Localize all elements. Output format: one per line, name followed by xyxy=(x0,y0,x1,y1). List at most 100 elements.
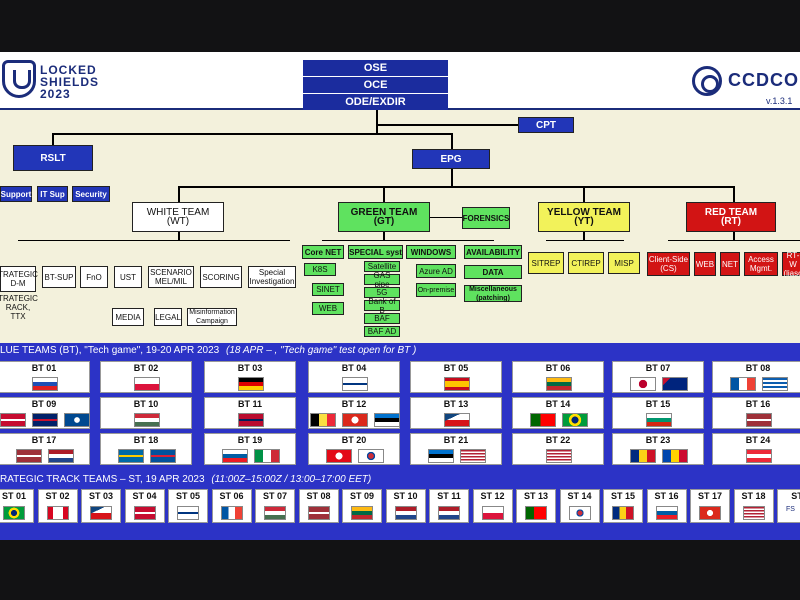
strategic-team-card[interactable]: ST 17 xyxy=(690,489,730,523)
cpt-box[interactable]: CPT xyxy=(518,117,574,133)
blue-team-card[interactable]: BT 19 xyxy=(204,433,296,465)
strategic-team-card[interactable]: ST 08 xyxy=(298,489,339,523)
korea-flag-icon xyxy=(358,449,384,463)
special-5g[interactable]: 5G xyxy=(364,287,400,298)
strategic-team-card[interactable]: ST 09 xyxy=(342,489,382,523)
blue-team-card[interactable]: BT 20 xyxy=(308,433,400,465)
yellow-misp[interactable]: MISP xyxy=(608,252,640,274)
nav-ose[interactable]: OSE xyxy=(303,60,448,76)
yellow-ctirep[interactable]: CTIREP xyxy=(568,252,604,274)
white-fno[interactable]: FnO xyxy=(80,266,108,288)
blue-team-label: BT 04 xyxy=(341,363,367,373)
white-scoring[interactable]: SCORING xyxy=(200,266,242,288)
blue-team-card[interactable]: BT 21 xyxy=(410,433,502,465)
special-baf-ad[interactable]: BAF AD xyxy=(364,326,400,337)
blue-team-label: BT 13 xyxy=(443,399,469,409)
strategic-team-card[interactable]: ST 14 xyxy=(559,489,600,523)
special-baf[interactable]: BAF xyxy=(364,313,400,324)
blue-team-card[interactable]: BT 03 xyxy=(204,361,296,393)
white-legal[interactable]: LEGAL xyxy=(154,308,182,326)
red-team-box[interactable]: RED TEAM (RT) xyxy=(686,202,776,232)
white-misinformation[interactable]: Misinformation Campaign xyxy=(187,308,237,326)
estonia-flag-icon xyxy=(428,449,454,463)
white-scenario[interactable]: SCENARIO MEL/MIL xyxy=(148,266,194,288)
strategic-team-card[interactable]: ST 13 xyxy=(516,489,556,523)
strategic-team-card[interactable]: ST 15 xyxy=(603,489,643,523)
strategic-team-card[interactable]: ST 12 xyxy=(472,489,513,523)
red-access-mgmt[interactable]: Access Mgmt. xyxy=(744,252,778,276)
blue-team-card[interactable]: BT 02 xyxy=(100,361,192,393)
strategic-team-card[interactable]: ST 06 xyxy=(211,489,252,523)
white-team-box[interactable]: WHITE TEAM (WT) xyxy=(132,202,224,232)
rslt-security[interactable]: Security xyxy=(72,186,110,202)
white-media[interactable]: MEDIA xyxy=(112,308,144,326)
nav-oce[interactable]: OCE xyxy=(303,77,448,93)
blue-team-card[interactable]: BT 18 xyxy=(100,433,192,465)
red-web[interactable]: WEB xyxy=(694,252,716,276)
white-bt-sup[interactable]: BT-SUP xyxy=(42,266,76,288)
yellow-team-box[interactable]: YELLOW TEAM (YT) xyxy=(538,202,630,232)
blue-team-card[interactable]: BT 04 xyxy=(308,361,400,393)
special-gas-pipe[interactable]: GAS pipe xyxy=(364,271,400,289)
green-team-box[interactable]: GREEN TEAM (GT) xyxy=(338,202,430,232)
special-satellite[interactable]: Satellite xyxy=(364,261,400,272)
special-bank-of-b[interactable]: Bank of B xyxy=(364,297,400,315)
blue-team-card[interactable]: BT 12 xyxy=(308,397,400,429)
red-client-side[interactable]: Client-Side (CS) xyxy=(647,252,690,276)
blue-team-card[interactable]: BT 01 xyxy=(0,361,90,393)
core-net-sinet[interactable]: SINET xyxy=(312,283,344,296)
windows-on-premise[interactable]: On-premise xyxy=(416,283,456,297)
strategic-team-card[interactable]: ST 18 xyxy=(733,489,774,523)
blue-team-card[interactable]: BT 15 xyxy=(612,397,704,429)
windows-azure-ad[interactable]: Azure AD xyxy=(416,264,456,278)
strategic-team-card[interactable]: ST 11 xyxy=(429,489,469,523)
blue-team-card[interactable]: BT 07 xyxy=(612,361,704,393)
epg-box[interactable]: EPG xyxy=(412,149,490,169)
strategic-team-card[interactable]: ST 01 xyxy=(0,489,34,523)
nav-ode-exdir[interactable]: ODE/EXDIR xyxy=(303,94,448,110)
blue-team-card[interactable]: BT 14 xyxy=(512,397,604,429)
forensics-box[interactable]: FORENSICS xyxy=(462,207,510,229)
strategic-team-card[interactable]: ST 16 xyxy=(646,489,687,523)
red-net[interactable]: NET xyxy=(720,252,740,276)
availability-misc[interactable]: Miscellaneous (patching) xyxy=(464,285,522,302)
green-special-syst[interactable]: SPECIAL syst xyxy=(348,245,403,259)
blue-team-card[interactable]: BT 08 xyxy=(712,361,800,393)
blue-team-card[interactable]: BT 10 xyxy=(100,397,192,429)
rslt-box[interactable]: RSLT xyxy=(13,145,93,171)
strategic-team-card[interactable]: ST 03 xyxy=(81,489,121,523)
strategic-team-card[interactable]: ST 07 xyxy=(255,489,295,523)
availability-data[interactable]: DATA xyxy=(464,265,522,279)
blue-team-card[interactable]: BT 05 xyxy=(410,361,502,393)
usa-flag-icon xyxy=(546,449,572,463)
strategic-team-card[interactable]: ST 04 xyxy=(124,489,165,523)
yellow-sitrep[interactable]: SITREP xyxy=(528,252,564,274)
core-net-web[interactable]: WEB xyxy=(312,302,344,315)
blue-team-card[interactable]: BT 22 xyxy=(512,433,604,465)
strategic-team-card[interactable]: ST 02 xyxy=(37,489,78,523)
blue-team-card[interactable]: BT 11 xyxy=(204,397,296,429)
blue-team-card[interactable]: BT 17 xyxy=(0,433,90,465)
blue-team-card[interactable]: BT 06 xyxy=(512,361,604,393)
strategic-team-card[interactable]: ST 10 xyxy=(385,489,426,523)
blue-team-card[interactable]: BT 23 xyxy=(612,433,704,465)
rslt-support[interactable]: Support xyxy=(0,186,32,202)
strategic-team-card[interactable]: STFS xyxy=(777,489,800,523)
rslt-it-sup[interactable]: IT Sup xyxy=(37,186,68,202)
white-special-investigation[interactable]: Special Investigation xyxy=(248,266,296,288)
green-availability[interactable]: AVAILABILITY xyxy=(464,245,522,259)
core-net-k8s[interactable]: K8S xyxy=(304,263,336,276)
blue-team-card[interactable]: BT 13 xyxy=(410,397,502,429)
white-ust[interactable]: UST xyxy=(114,266,142,288)
connector xyxy=(178,186,734,188)
lithuania-flag-icon xyxy=(351,506,373,520)
strategic-team-card[interactable]: ST 05 xyxy=(168,489,208,523)
belgium-flag-icon xyxy=(310,413,336,427)
red-rt-w[interactable]: RT-W (liaso xyxy=(782,251,800,278)
white-strategic-dm[interactable]: TRATEGIC D-M xyxy=(0,266,38,292)
blue-team-card[interactable]: BT 16 xyxy=(712,397,800,429)
green-windows[interactable]: WINDOWS xyxy=(406,245,456,259)
blue-team-card[interactable]: BT 24 xyxy=(712,433,800,465)
green-core-net[interactable]: Core NET xyxy=(302,245,344,259)
blue-team-card[interactable]: BT 09 xyxy=(0,397,90,429)
